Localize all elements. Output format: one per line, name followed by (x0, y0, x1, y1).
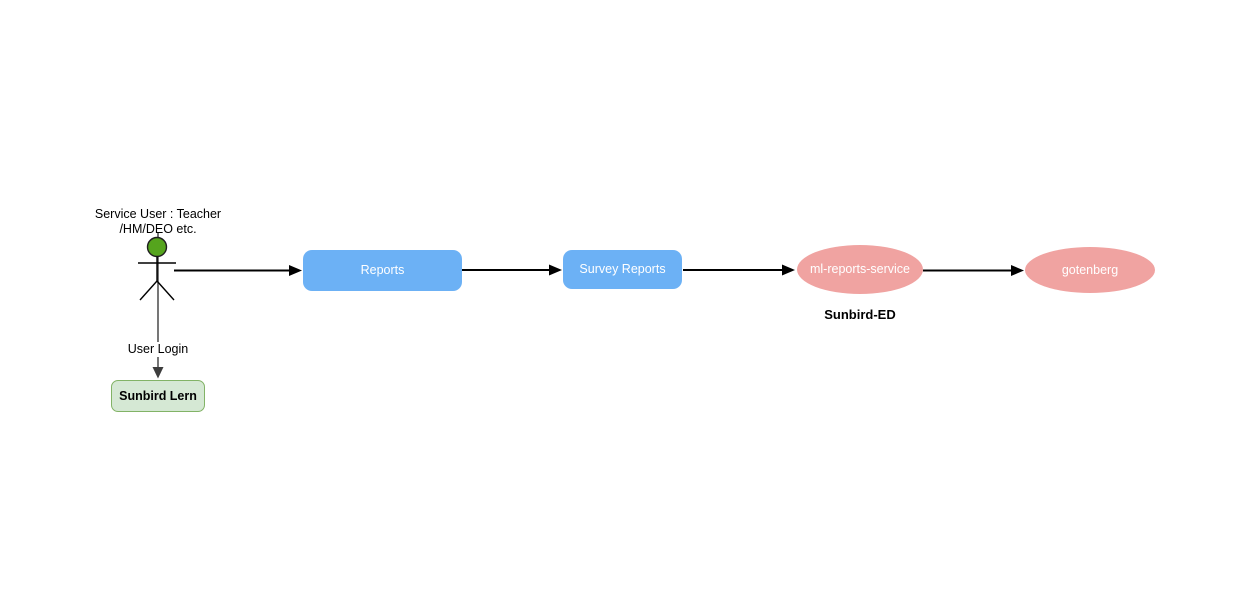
node-sunbird-lern-label: Sunbird Lern (119, 388, 197, 403)
arrowhead-icon (782, 264, 795, 276)
caption-sunbird-ed: Sunbird-ED (824, 307, 896, 322)
arrowhead-icon (1011, 265, 1024, 276)
actor-figure[interactable] (138, 236, 176, 301)
arrowhead-icon (549, 264, 562, 276)
actor-label: Service User : Teacher /HM/DEO etc. (94, 207, 222, 236)
actor-right-leg (156, 280, 175, 301)
edge-actor-to-reports[interactable] (174, 265, 302, 276)
arrowhead-icon (152, 367, 164, 379)
node-gotenberg-label: gotenberg (1061, 262, 1119, 277)
node-survey-reports[interactable]: Survey Reports (563, 250, 682, 289)
edge-survey-reports-to-ml-reports-service[interactable] (683, 264, 795, 276)
node-reports[interactable]: Reports (303, 250, 462, 291)
edge-label-user-login: User Login (120, 342, 196, 357)
node-gotenberg[interactable]: gotenberg (1025, 247, 1155, 293)
node-ml-reports-service[interactable]: ml-reports-service (797, 245, 923, 294)
node-sunbird-lern[interactable]: Sunbird Lern (111, 380, 205, 412)
actor-left-leg (139, 280, 158, 301)
actor-head-icon (146, 236, 168, 258)
edge-ml-reports-service-to-gotenberg[interactable] (923, 265, 1024, 276)
arrowhead-icon (289, 265, 302, 276)
node-ml-reports-service-label: ml-reports-service (809, 262, 910, 276)
node-survey-reports-label: Survey Reports (579, 262, 666, 276)
node-reports-label: Reports (360, 263, 405, 277)
edge-reports-to-survey-reports[interactable] (462, 264, 562, 276)
